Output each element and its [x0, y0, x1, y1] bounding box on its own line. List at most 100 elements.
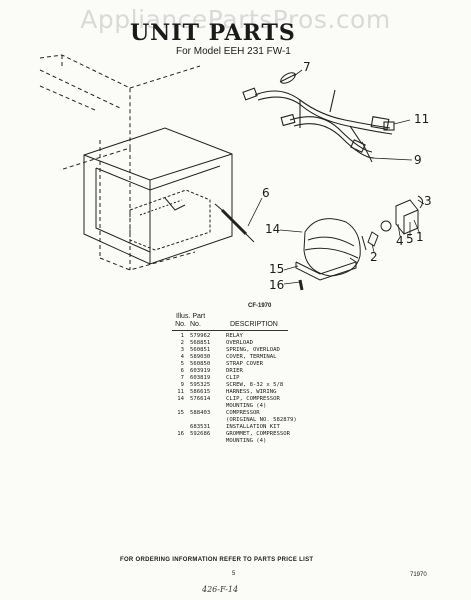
relay-cover-parts	[361, 195, 424, 251]
compressor-part	[295, 218, 361, 291]
cell-description: CLIP	[226, 375, 240, 381]
cell-part-no: 560851	[190, 347, 211, 353]
cell-part-no	[184, 438, 224, 445]
cell-illus-no: 6	[180, 368, 184, 374]
callout-14: 14	[265, 222, 281, 236]
cell-part-no: 586615	[190, 389, 211, 395]
cell-part-no: 592686	[190, 431, 211, 437]
model-line: For Model EEH 231 FW-1	[176, 46, 291, 57]
cell-description: SCREW, 8-32 x 5/8	[226, 382, 284, 388]
header-part-no: No.	[190, 321, 201, 328]
cell-illus-no: 4	[180, 354, 184, 360]
cell-part-no: 595325	[190, 382, 211, 388]
drier-part	[214, 203, 255, 243]
cell-description: MOUNTING (4)	[226, 403, 267, 409]
handwritten-note: 426-F-14	[202, 585, 239, 594]
cell-part-no	[184, 403, 224, 410]
table-row: 9 595325 SCREW, 8-32 x 5/8	[172, 382, 297, 389]
table-row: 11 586615 HARNESS, WIRING	[172, 389, 297, 396]
cell-illus-no: 14	[177, 396, 184, 402]
header-illus-no: No.	[175, 321, 186, 328]
cell-part-no: 603819	[190, 375, 211, 381]
table-row: MOUNTING (4)	[172, 403, 297, 410]
cell-illus-no	[172, 438, 184, 445]
table-row: 2 568851 OVERLOAD	[172, 340, 297, 347]
ordering-note: FOR ORDERING INFORMATION REFER TO PARTS …	[120, 557, 314, 563]
cabinet-outline	[39, 54, 201, 271]
cell-illus-no: 2	[180, 340, 184, 346]
cell-description: GROMMET, COMPRESSOR	[226, 431, 290, 437]
cell-description: INSTALLATION KIT	[226, 424, 280, 430]
cell-part-no: 560850	[190, 361, 211, 367]
cell-illus-no: 15	[177, 410, 184, 416]
cell-part-no: 589030	[190, 354, 211, 360]
cell-part-no: 588403	[190, 410, 211, 416]
cell-part-no: 568851	[190, 340, 211, 346]
page-code: 71970	[410, 572, 427, 578]
table-row: MOUNTING (4)	[172, 438, 297, 445]
cell-description: OVERLOAD	[226, 340, 253, 346]
table-row: (ORIGINAL NO. 582879)	[172, 417, 297, 424]
cell-description: DRIER	[226, 368, 243, 374]
table-row: 6 603919 DRIER	[172, 368, 297, 375]
header-description: DESCRIPTION	[230, 321, 278, 328]
cell-part-no	[184, 417, 224, 424]
table-row: 15 588403 COMPRESSOR	[172, 410, 297, 417]
page-title: UNIT PARTS	[130, 20, 296, 46]
callout-3: 3	[424, 194, 432, 208]
callout-7: 7	[303, 60, 311, 74]
watermark: AppliancePartsPros.com	[80, 5, 391, 34]
table-row: 683531 INSTALLATION KIT	[172, 424, 297, 431]
clip-part	[279, 72, 297, 84]
cell-illus-no	[172, 403, 184, 410]
callout-9: 9	[414, 153, 422, 167]
table-row: 14 576614 CLIP, COMPRESSOR	[172, 396, 297, 403]
cell-description: SPRING, OVERLOAD	[226, 347, 280, 353]
table-row: 16 592686 GROMMET, COMPRESSOR	[172, 431, 297, 438]
cell-description: CLIP, COMPRESSOR	[226, 396, 280, 402]
table-row: 5 560850 STRAP COVER	[172, 361, 297, 368]
cell-illus-no: 3	[180, 347, 184, 353]
table-body: 1 579962 RELAY 2 568851 OVERLOAD 3 560851 SPRING…	[172, 333, 297, 445]
table-header-top: Illus. Part	[176, 313, 206, 320]
cell-part-no: 576614	[190, 396, 211, 402]
callout-5: 5	[406, 232, 414, 246]
cell-illus-no: 5	[180, 361, 184, 367]
cell-illus-no: 7	[180, 375, 184, 381]
page-number: 5	[232, 571, 236, 577]
cell-illus-no	[172, 424, 184, 431]
table-header: No. No. DESCRIPTION	[172, 321, 297, 329]
table-row: 4 589030 COVER, TERMINAL	[172, 354, 297, 361]
cell-illus-no: 16	[177, 431, 184, 437]
table-row: 3 560851 SPRING, OVERLOAD	[172, 347, 297, 354]
cell-description: STRAP COVER	[226, 361, 264, 367]
wiring-harness	[242, 87, 395, 159]
figure-code: CF-1970	[248, 303, 272, 309]
parts-table: Illus. Part No. No. DESCRIPTION 1 579962 R…	[172, 313, 297, 445]
callout-6: 6	[262, 186, 270, 200]
cell-illus-no	[172, 417, 184, 424]
cell-illus-no: 9	[180, 382, 184, 388]
leader-lines	[247, 69, 425, 285]
header-rule	[172, 330, 288, 331]
callout-4: 4	[396, 234, 404, 248]
cell-description: MOUNTING (4)	[226, 438, 267, 444]
table-row: 7 603819 CLIP	[172, 375, 297, 382]
cell-part-no: 683531	[190, 424, 211, 430]
cell-description: (ORIGINAL NO. 582879)	[226, 417, 297, 423]
cell-illus-no: 1	[180, 333, 184, 339]
cell-description: COVER, TERMINAL	[226, 354, 277, 360]
cell-illus-no: 11	[177, 389, 184, 395]
callout-16: 16	[269, 278, 285, 292]
callout-2: 2	[370, 250, 378, 264]
cell-description: COMPRESSOR	[226, 410, 260, 416]
callout-15: 15	[269, 262, 285, 276]
cell-description: HARNESS, WIRING	[226, 389, 277, 395]
cell-description: RELAY	[226, 333, 243, 339]
callout-1: 1	[416, 230, 424, 244]
cell-part-no: 603919	[190, 368, 211, 374]
callout-11: 11	[414, 112, 430, 126]
screw-part	[361, 141, 373, 163]
cell-part-no: 579962	[190, 333, 211, 339]
